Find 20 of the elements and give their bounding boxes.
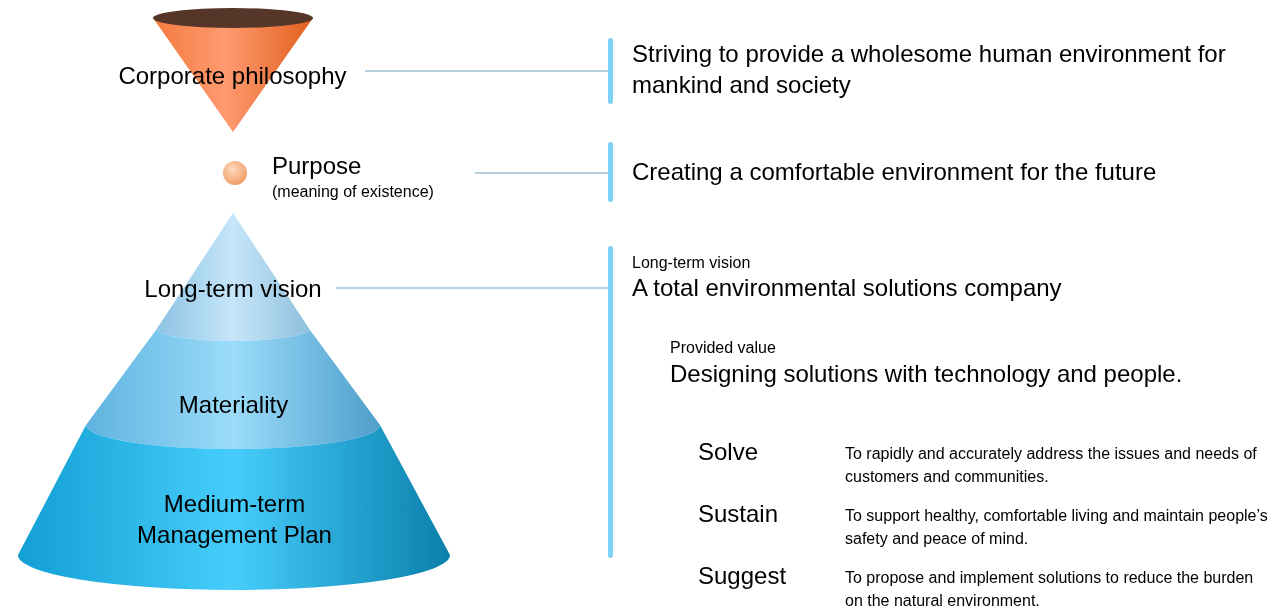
statement-text: Striving to provide a wholesome human environment for mankind and society — [632, 39, 1227, 101]
value-description: To rapidly and accurately address the issues and needs of customers and communities. — [845, 444, 1258, 488]
statement-text: Designing solutions with technology and people. — [670, 359, 1184, 389]
statement-text: A total environmental solutions company — [632, 273, 1063, 303]
value-keyword: Suggest — [698, 561, 788, 591]
value-keyword: Solve — [698, 437, 760, 467]
value-description: To propose and implement solutions to reduce the burden on the natural environment. — [845, 568, 1255, 610]
stage-label: Purpose — [272, 151, 363, 181]
cone-label: Medium-term Management Plan — [136, 489, 333, 551]
stage-subtitle: (meaning of existence) — [272, 182, 435, 202]
value-keyword: Sustain — [698, 499, 780, 529]
statement-text: Creating a comfortable environment for the future — [632, 157, 1158, 187]
cone-label: Long-term vision — [143, 274, 323, 304]
leader-line — [364, 70, 609, 72]
section-heading: Long-term vision — [632, 253, 752, 273]
value-description: To support healthy, comfortable living and maintain people’s safety and peace of mind. — [845, 506, 1269, 550]
section-heading: Provided value — [670, 338, 777, 358]
leader-line — [335, 287, 609, 289]
leader-line — [474, 172, 609, 174]
cone-label: Materiality — [177, 390, 290, 420]
